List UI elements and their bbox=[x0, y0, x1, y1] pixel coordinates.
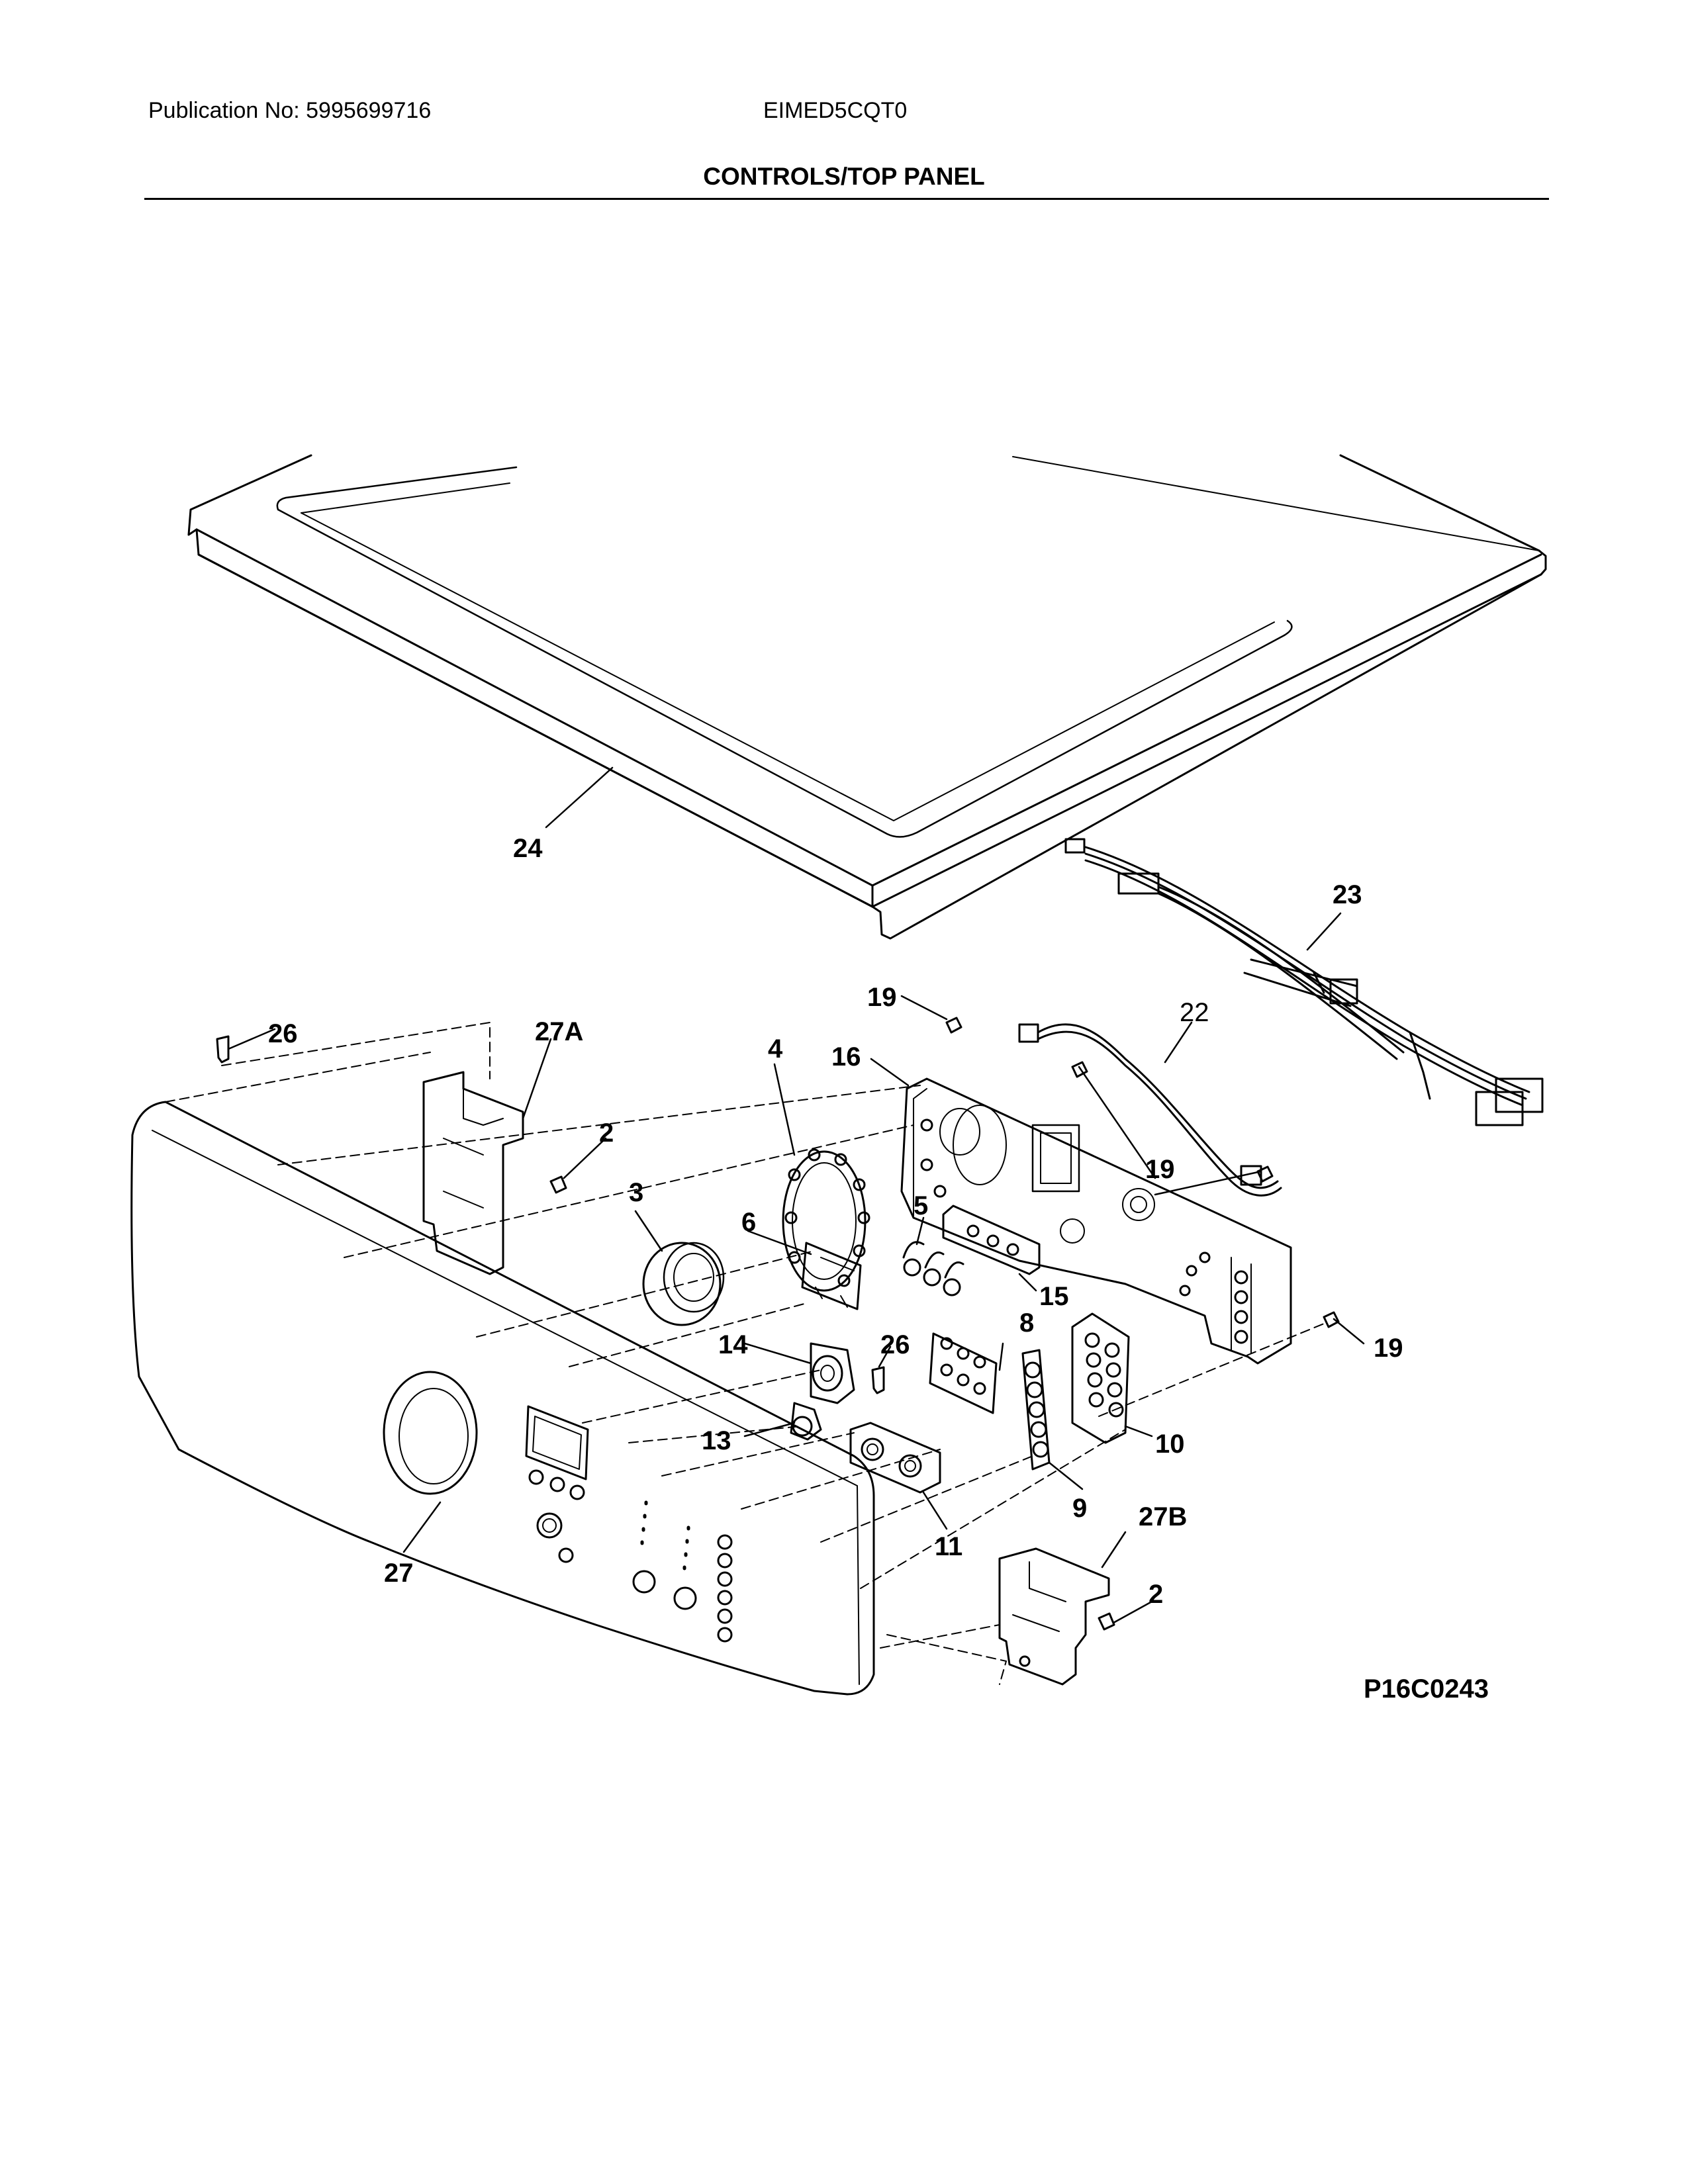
wire-jumper bbox=[1018, 1023, 1282, 1197]
callout-2-upper: 2 bbox=[599, 1118, 614, 1148]
leader-lines bbox=[227, 766, 1365, 1624]
part-9 bbox=[1021, 1349, 1051, 1471]
part-8 bbox=[929, 1332, 998, 1414]
callout-9: 9 bbox=[1072, 1494, 1087, 1523]
bracket-27b bbox=[998, 1547, 1110, 1686]
callout-19-right: 19 bbox=[1374, 1334, 1403, 1363]
callout-5: 5 bbox=[914, 1191, 928, 1220]
callout-19-top: 19 bbox=[867, 983, 897, 1012]
screw-19-mid bbox=[1071, 1061, 1088, 1078]
screw-19-right-b bbox=[1323, 1311, 1340, 1328]
callout-19-mid: 19 bbox=[1145, 1155, 1175, 1184]
figure-code: P16C0243 bbox=[1364, 1674, 1489, 1704]
publication-number: Publication No: 5995699716 bbox=[148, 98, 432, 123]
encoder-ring bbox=[782, 1148, 870, 1292]
display-lens bbox=[801, 1242, 862, 1310]
callout-22: 22 bbox=[1180, 998, 1209, 1027]
model-number: EIMED5CQT0 bbox=[763, 98, 908, 123]
callout-27b: 27B bbox=[1139, 1502, 1187, 1531]
screw-26-left bbox=[216, 1035, 230, 1064]
wire-harness bbox=[1064, 838, 1544, 1126]
callout-8: 8 bbox=[1019, 1308, 1034, 1338]
screw-19-top bbox=[945, 1017, 962, 1034]
knob-holder-14 bbox=[810, 1342, 855, 1404]
button-set-5 bbox=[902, 1241, 964, 1297]
callout-26-mid: 26 bbox=[880, 1330, 910, 1359]
header-divider bbox=[144, 198, 1549, 200]
callout-15: 15 bbox=[1039, 1282, 1069, 1311]
callouts: 24 23 22 19 16 19 26 27A 2 4 3 6 5 15 14… bbox=[268, 834, 1489, 1704]
screw-2-upper bbox=[549, 1175, 567, 1194]
callout-24: 24 bbox=[513, 834, 543, 863]
top-panel bbox=[187, 454, 1547, 940]
callout-26-left: 26 bbox=[268, 1019, 298, 1048]
callout-4: 4 bbox=[768, 1034, 783, 1064]
callout-10: 10 bbox=[1155, 1430, 1185, 1459]
screws bbox=[216, 1017, 1340, 1631]
section-title: CONTROLS/TOP PANEL bbox=[703, 163, 985, 190]
part-10 bbox=[1071, 1312, 1130, 1444]
callout-23: 23 bbox=[1333, 880, 1362, 909]
callout-16: 16 bbox=[831, 1042, 861, 1071]
callout-2-lower: 2 bbox=[1149, 1580, 1163, 1609]
callout-14: 14 bbox=[718, 1330, 748, 1359]
callout-11: 11 bbox=[935, 1532, 962, 1561]
callout-3: 3 bbox=[629, 1178, 643, 1207]
key-assembly-15 bbox=[942, 1205, 1041, 1275]
knob bbox=[642, 1242, 725, 1326]
callout-6: 6 bbox=[741, 1208, 756, 1237]
callout-13: 13 bbox=[702, 1426, 731, 1455]
part-11 bbox=[849, 1422, 941, 1494]
part-13 bbox=[790, 1402, 822, 1441]
callout-27a: 27A bbox=[535, 1017, 583, 1046]
screw-2-lower bbox=[1098, 1612, 1115, 1631]
screw-19-right-a bbox=[1256, 1165, 1274, 1183]
control-board-housing bbox=[900, 1077, 1292, 1365]
bracket-27a bbox=[422, 1071, 524, 1275]
screw-26-mid bbox=[871, 1366, 885, 1394]
assembly-guide-lines bbox=[165, 1022, 1325, 1685]
callout-27: 27 bbox=[384, 1559, 414, 1588]
console-panel bbox=[130, 1101, 875, 1696]
